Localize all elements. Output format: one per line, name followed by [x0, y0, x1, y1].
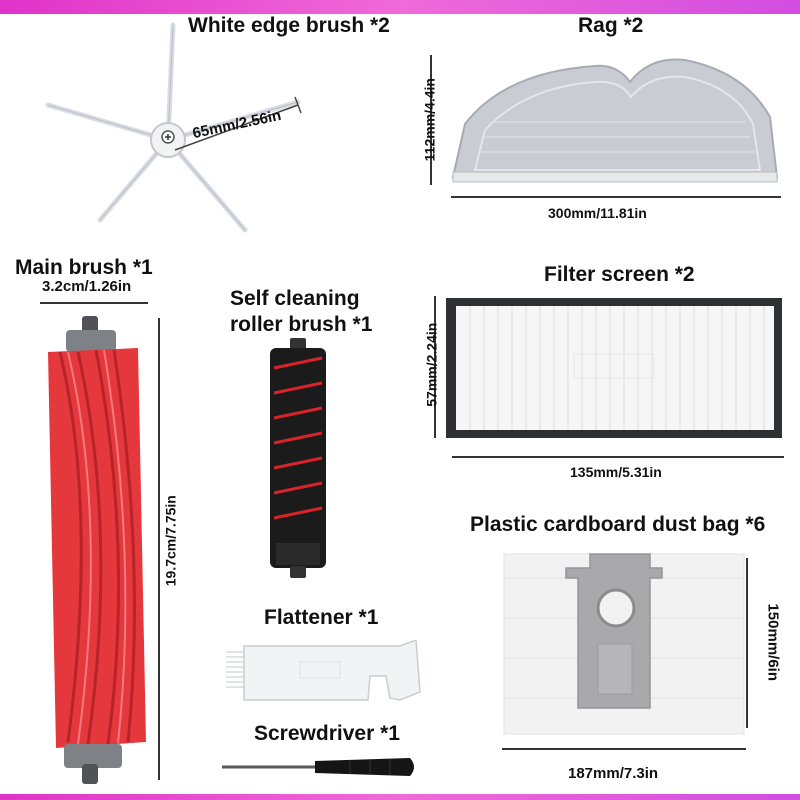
main-brush-title: Main brush *1 [15, 256, 153, 279]
dust-bag-height-line [746, 558, 748, 728]
filter-width-line [452, 456, 784, 458]
main-brush-height-dimension: 19.7cm/7.75in [162, 495, 179, 587]
filter-image [446, 298, 782, 438]
edge-brush-title: White edge brush *2 [188, 14, 390, 37]
filter-height-dimension: 57mm/2.24in [423, 322, 440, 407]
flattener-image [226, 640, 421, 701]
rag-image [451, 58, 779, 183]
rag-height-dimension: 112mm/4.4in [421, 78, 438, 162]
main-brush-width-dimension: 3.2cm/1.26in [42, 278, 132, 295]
bottom-accent-border [0, 794, 800, 800]
filter-title: Filter screen *2 [544, 263, 695, 286]
dust-bag-title: Plastic cardboard dust bag *6 [470, 513, 766, 536]
top-accent-border [0, 0, 800, 14]
roller-brush-image [270, 338, 326, 578]
filter-width-dimension: 135mm/5.31in [570, 464, 662, 480]
rag-height-line [430, 55, 432, 185]
rag-width-dimension: 300mm/11.81in [548, 205, 647, 221]
roller-brush-title: Self cleaning roller brush *1 [230, 286, 372, 338]
roller-brush-title-line2: roller brush *1 [230, 313, 373, 336]
dust-bag-image [503, 553, 745, 735]
main-brush-image [48, 316, 146, 784]
dust-bag-height-dimension: 150mm/6in [764, 603, 782, 682]
edge-brush-dimension-line [174, 96, 302, 151]
filter-height-line [434, 296, 436, 438]
dust-bag-width-dimension: 187mm/7.3in [568, 765, 659, 782]
rag-title: Rag *2 [578, 14, 644, 37]
screwdriver-title: Screwdriver *1 [254, 722, 400, 745]
main-brush-height-line [158, 318, 160, 780]
dust-bag-width-line [502, 748, 746, 750]
roller-brush-title-line1: Self cleaning [230, 287, 360, 310]
main-brush-width-line [40, 302, 148, 304]
screwdriver-image [222, 758, 414, 776]
edge-brush-image [45, 22, 301, 233]
flattener-title: Flattener *1 [264, 606, 379, 629]
rag-width-line [451, 196, 781, 198]
